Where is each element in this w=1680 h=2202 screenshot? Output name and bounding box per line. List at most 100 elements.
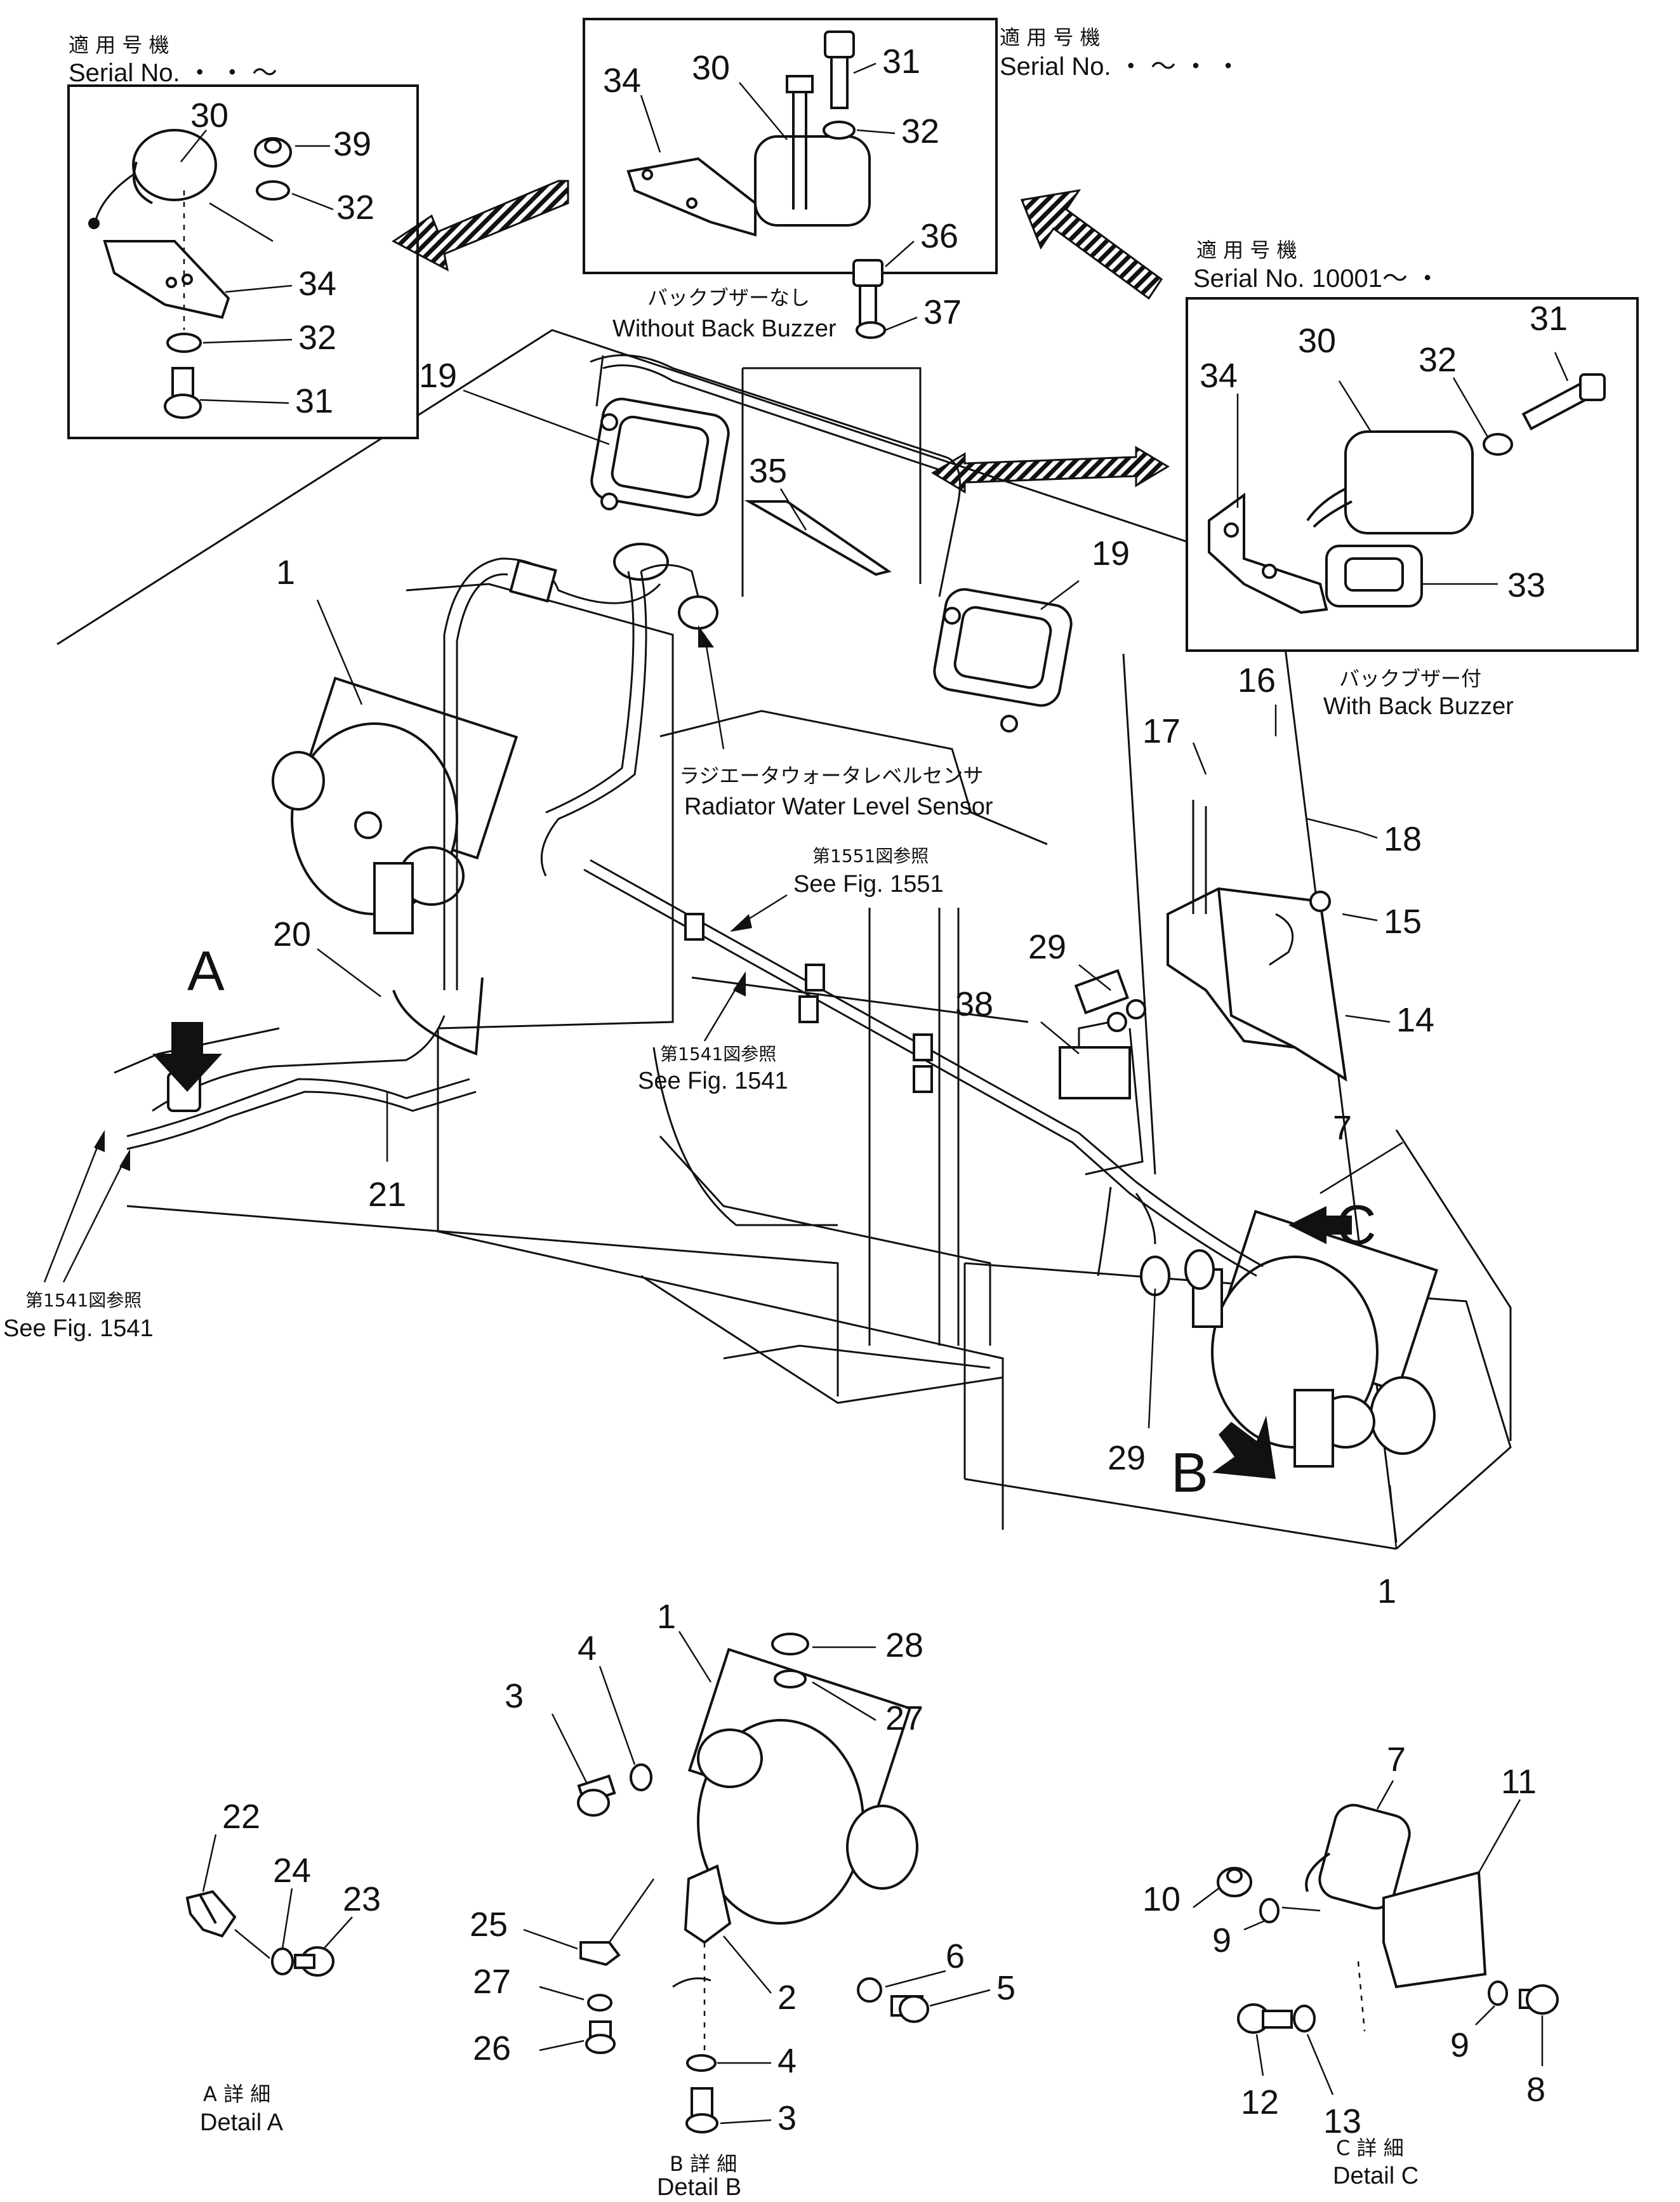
- bolt-31-with: [1521, 373, 1606, 431]
- callout-6: 6: [946, 1937, 965, 1975]
- detail-a-jp: A 詳 細: [203, 2082, 270, 2106]
- callout-3-upper: 3: [505, 1677, 524, 1715]
- callout-31-without: 31: [882, 43, 920, 81]
- callout-10: 10: [1142, 1880, 1181, 1918]
- callout-7: 7: [1333, 1109, 1352, 1147]
- washer-27-upper: [774, 1669, 807, 1688]
- bolt-26: [585, 2020, 616, 2054]
- detail-letter-a: A: [187, 939, 225, 1002]
- bolt-31-early: [164, 367, 202, 419]
- callout-32-early-lower: 32: [298, 319, 336, 357]
- callout-29-upper: 29: [1028, 928, 1066, 966]
- washer-32-early-lower: [166, 333, 202, 353]
- bracket-2: [684, 1864, 732, 1944]
- bolt-5: [890, 1995, 929, 2023]
- bolt-3-upper: [577, 1774, 616, 1817]
- buzzer-30-without: [754, 75, 871, 227]
- callout-38: 38: [955, 985, 993, 1023]
- callout-36: 36: [920, 217, 958, 255]
- arrow-b: [1212, 1416, 1276, 1479]
- bolt-12: [1237, 2003, 1293, 2034]
- callout-1-left: 1: [276, 554, 295, 592]
- radiator-water-level-sensor: [613, 543, 718, 630]
- callout-14: 14: [1396, 1001, 1434, 1039]
- detail-c-jp: C 詳 細: [1336, 2136, 1404, 2160]
- serial-jp-left: 適 用 号 機: [69, 33, 169, 57]
- callout-18: 18: [1384, 820, 1422, 858]
- caption-pointers: [43, 625, 788, 1283]
- radiator-sensor-jp: ラジエータウォータレベルセンサ: [679, 764, 983, 788]
- detail-letter-b: B: [1171, 1441, 1208, 1504]
- washer-32-with: [1483, 433, 1513, 456]
- see-fig-1541-center-jp: 第1541図参照: [660, 1044, 776, 1065]
- serial-jp-top: 適 用 号 機: [1000, 25, 1101, 50]
- washer-27-lower: [587, 1994, 612, 2012]
- callout-27-lower: 27: [473, 1963, 511, 2001]
- washer-37: [856, 321, 886, 339]
- callout-25: 25: [470, 1906, 508, 1944]
- washer-9-left: [1259, 1898, 1280, 1923]
- callout-32-early-upper: 32: [336, 189, 374, 227]
- callout-26: 26: [473, 2029, 511, 2067]
- bracket-34-without: [626, 157, 757, 237]
- wiring-harness: [114, 354, 1264, 1296]
- callout-20: 20: [273, 915, 311, 953]
- callout-29-lower: 29: [1108, 1439, 1146, 1477]
- callout-12: 12: [1241, 2083, 1279, 2121]
- detail-a-en: Detail A: [200, 2109, 284, 2136]
- washer-13: [1293, 2005, 1316, 2033]
- washer-4-lower: [686, 2054, 717, 2072]
- bracket-34-early: [103, 240, 230, 319]
- callout-33: 33: [1507, 566, 1545, 604]
- callout-34-early: 34: [298, 265, 336, 303]
- clip-25: [579, 1941, 621, 1967]
- callout-31-early: 31: [295, 382, 333, 420]
- washer-32-without: [823, 121, 856, 140]
- bolt-36: [852, 259, 883, 331]
- callout-2: 2: [777, 1979, 797, 2017]
- work-lamp-right: [1192, 1210, 1439, 1468]
- with-back-buzzer-en: With Back Buzzer: [1323, 693, 1514, 720]
- clip-22: [185, 1890, 237, 1938]
- callout-9-right: 9: [1450, 2026, 1469, 2064]
- callout-13: 13: [1323, 2102, 1361, 2140]
- callout-detail-b-1: 1: [657, 1598, 676, 1636]
- arrow-a: [152, 1022, 222, 1092]
- callout-4-lower: 4: [777, 2042, 797, 2080]
- callout-detail-c-7: 7: [1387, 1741, 1406, 1779]
- callout-34-without: 34: [603, 62, 641, 100]
- without-back-buzzer-jp: バックブザーなし: [647, 286, 810, 310]
- relay-38: [1059, 969, 1146, 1099]
- see-fig-1541-center-en: See Fig. 1541: [638, 1068, 788, 1094]
- callout-19-left: 19: [419, 357, 457, 395]
- bolt-31-without: [824, 30, 855, 109]
- without-back-buzzer-en: Without Back Buzzer: [612, 315, 837, 342]
- inset-box-with-back-buzzer: [1186, 297, 1639, 652]
- with-back-buzzer-jp: バックブザー付: [1339, 667, 1481, 691]
- detail-b-jp: B 詳 細: [670, 2152, 737, 2176]
- callout-30-without: 30: [692, 49, 730, 87]
- bracket-34-with: [1208, 493, 1328, 614]
- callout-34-with: 34: [1200, 357, 1238, 395]
- callout-21: 21: [368, 1176, 406, 1214]
- arrow-double-horizontal: [931, 446, 1170, 494]
- work-lamp-left: [272, 677, 519, 1056]
- detail-letter-c: C: [1336, 1193, 1377, 1256]
- see-fig-1551-jp: 第1551図参照: [812, 846, 929, 866]
- inset-box-serial-early: [67, 84, 419, 439]
- detail-b-parts: [577, 1633, 929, 2133]
- callout-15: 15: [1384, 903, 1422, 941]
- lamp-7-c: [1305, 1803, 1411, 1910]
- arrow-to-with-box: [1020, 189, 1163, 300]
- callout-5: 5: [996, 1969, 1015, 2007]
- callout-30-with: 30: [1298, 322, 1336, 360]
- horn-left: [590, 397, 730, 517]
- washer-4-upper: [630, 1763, 652, 1791]
- callout-3-lower: 3: [777, 2099, 797, 2137]
- callout-24: 24: [273, 1852, 311, 1890]
- buzzer-bracket: [1167, 800, 1347, 1082]
- washer-32-early-upper: [256, 180, 290, 201]
- nut-28: [771, 1633, 809, 1655]
- inset-box-without-back-buzzer: [583, 18, 998, 274]
